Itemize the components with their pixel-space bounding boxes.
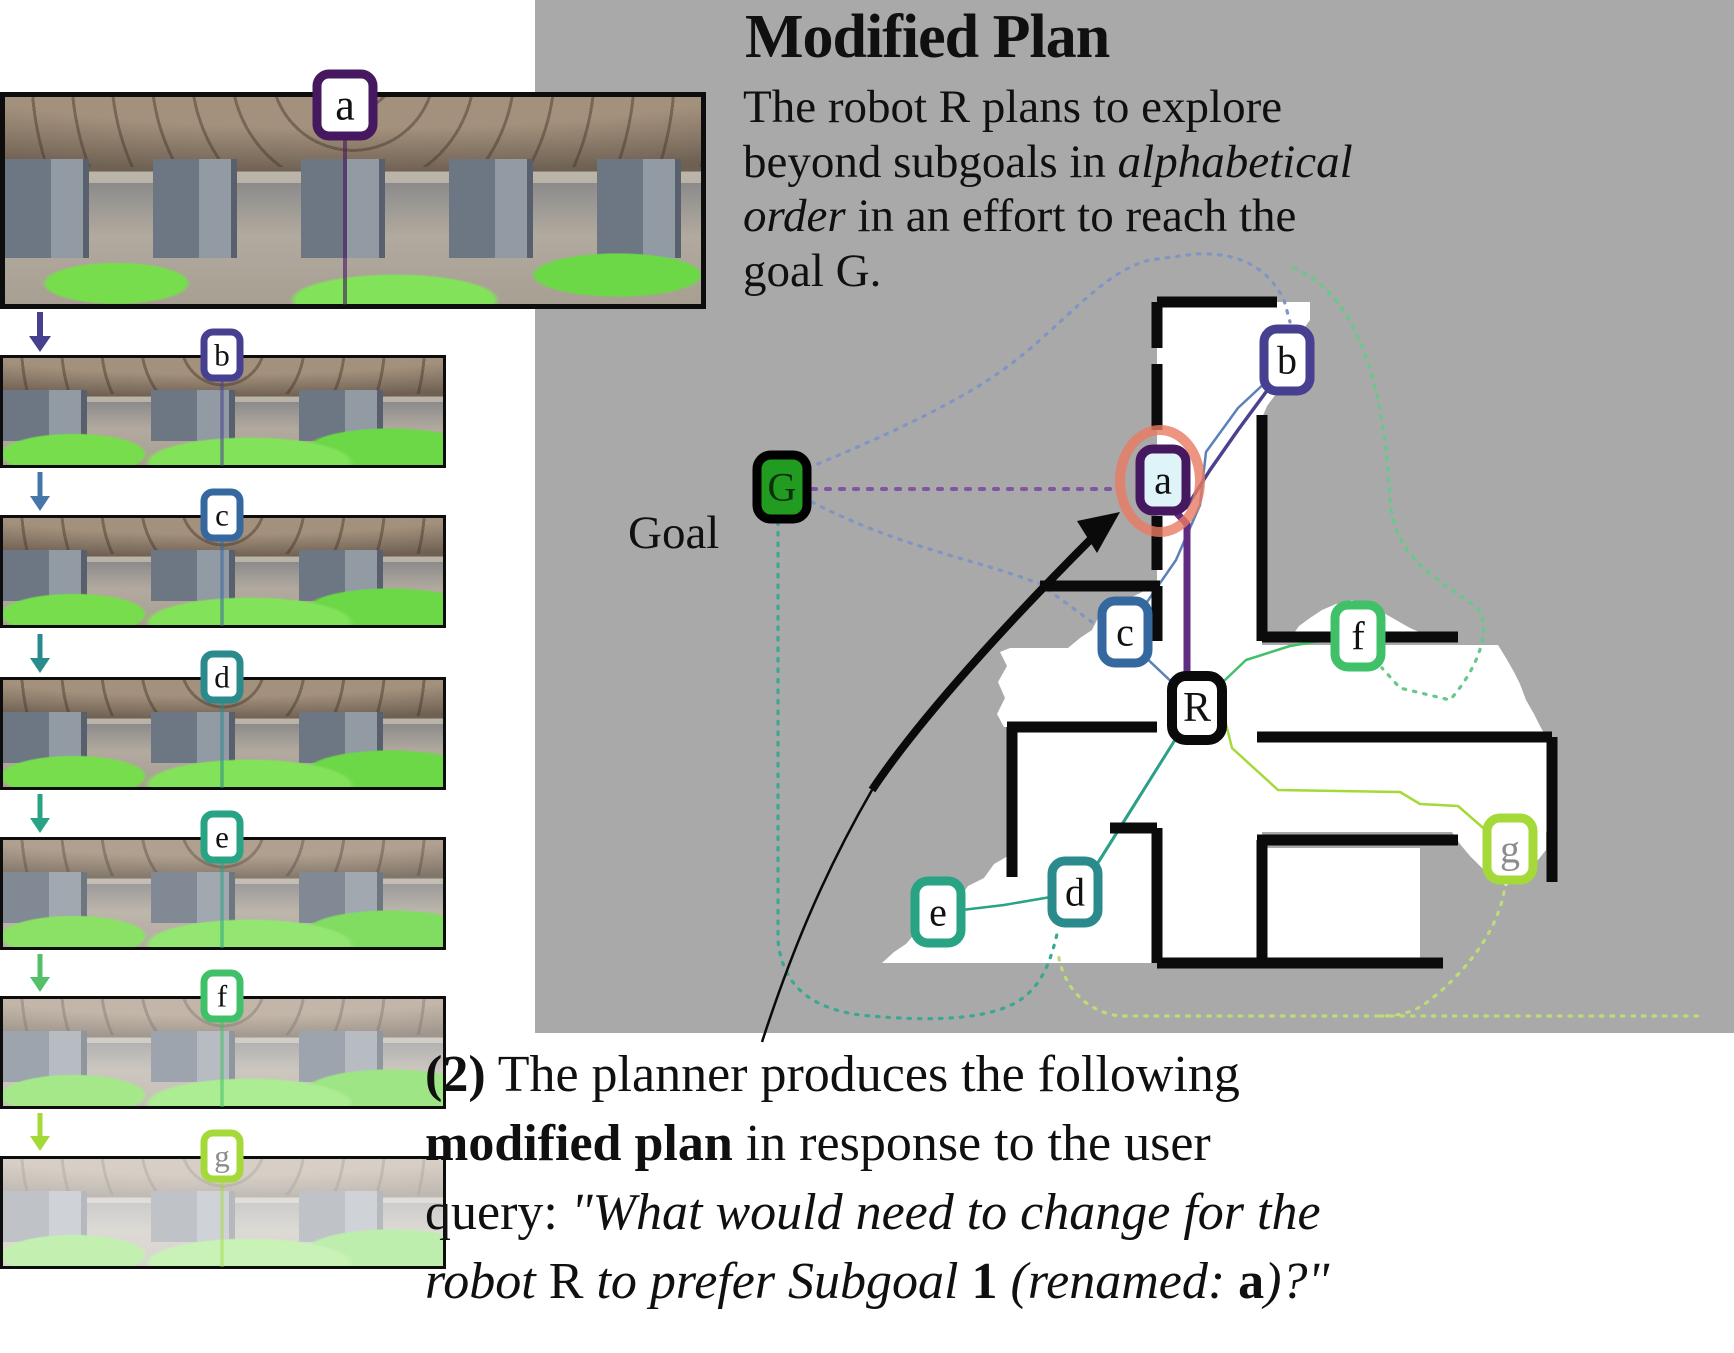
caption-l4i3: (renamed: [997, 1253, 1239, 1311]
intro-l3-italic: order [743, 190, 846, 243]
caption-l4i4: )?" [1264, 1253, 1330, 1311]
panorama-f [0, 996, 446, 1109]
caption-renamed-a: a [1238, 1253, 1265, 1311]
caption-paragraph: (2) The planner produces the following m… [425, 1040, 1329, 1317]
caption-line-3: query: "What would need to change for th… [425, 1178, 1329, 1247]
caption-l3: query: [425, 1184, 571, 1242]
panorama-g [0, 1156, 446, 1269]
intro-paragraph: The robot R plans to explore beyond subg… [743, 80, 1353, 298]
arrow-a-to-b [29, 312, 51, 352]
arrow-d-to-e [30, 794, 50, 833]
caption-line-1: (2) The planner produces the following [425, 1040, 1329, 1109]
intro-line-2: beyond subgoals in alphabetical [743, 135, 1353, 190]
caption-line-4: robot R to prefer Subgoal 1 (renamed: a)… [425, 1247, 1329, 1316]
intro-line-1: The robot R plans to explore [743, 80, 1353, 135]
intro-l2-italic: alphabetical [1117, 135, 1353, 188]
panorama-d [0, 677, 446, 790]
arrow-c-to-d [30, 634, 50, 673]
intro-l1: The robot R plans to explore [743, 81, 1283, 133]
panorama-b [0, 355, 446, 468]
panorama-a-large [0, 92, 706, 309]
caption-modified-plan: modified plan [425, 1115, 733, 1173]
panorama-c [0, 515, 446, 628]
intro-l2a: beyond subgoals in [743, 135, 1118, 188]
caption-query-start: "What would need to change for the [570, 1184, 1321, 1242]
caption-line-2: modified plan in response to the user [425, 1109, 1329, 1178]
caption-l1: The planner produces the following [485, 1046, 1240, 1103]
panorama-e [0, 837, 446, 950]
intro-line-3: order in an effort to reach the [743, 189, 1353, 244]
intro-l3a: in an effort to reach the [845, 190, 1297, 243]
caption-number: (2) [425, 1046, 486, 1103]
caption-robot-R: R [548, 1253, 584, 1311]
page-title: Modified Plan [745, 3, 1110, 71]
arrow-f-to-g [30, 1113, 50, 1151]
caption-l4i1: robot [425, 1253, 549, 1311]
arrow-b-to-c [30, 472, 50, 511]
intro-line-4: goal G. [743, 244, 1353, 299]
arrow-e-to-f [30, 954, 50, 992]
caption-subgoal-1: 1 [971, 1253, 998, 1311]
caption-l4i2: to prefer Subgoal [583, 1253, 972, 1311]
goal-label: Goal [628, 507, 720, 559]
intro-l4: goal G. [743, 244, 882, 297]
caption-l2: in response to the user [732, 1115, 1211, 1173]
